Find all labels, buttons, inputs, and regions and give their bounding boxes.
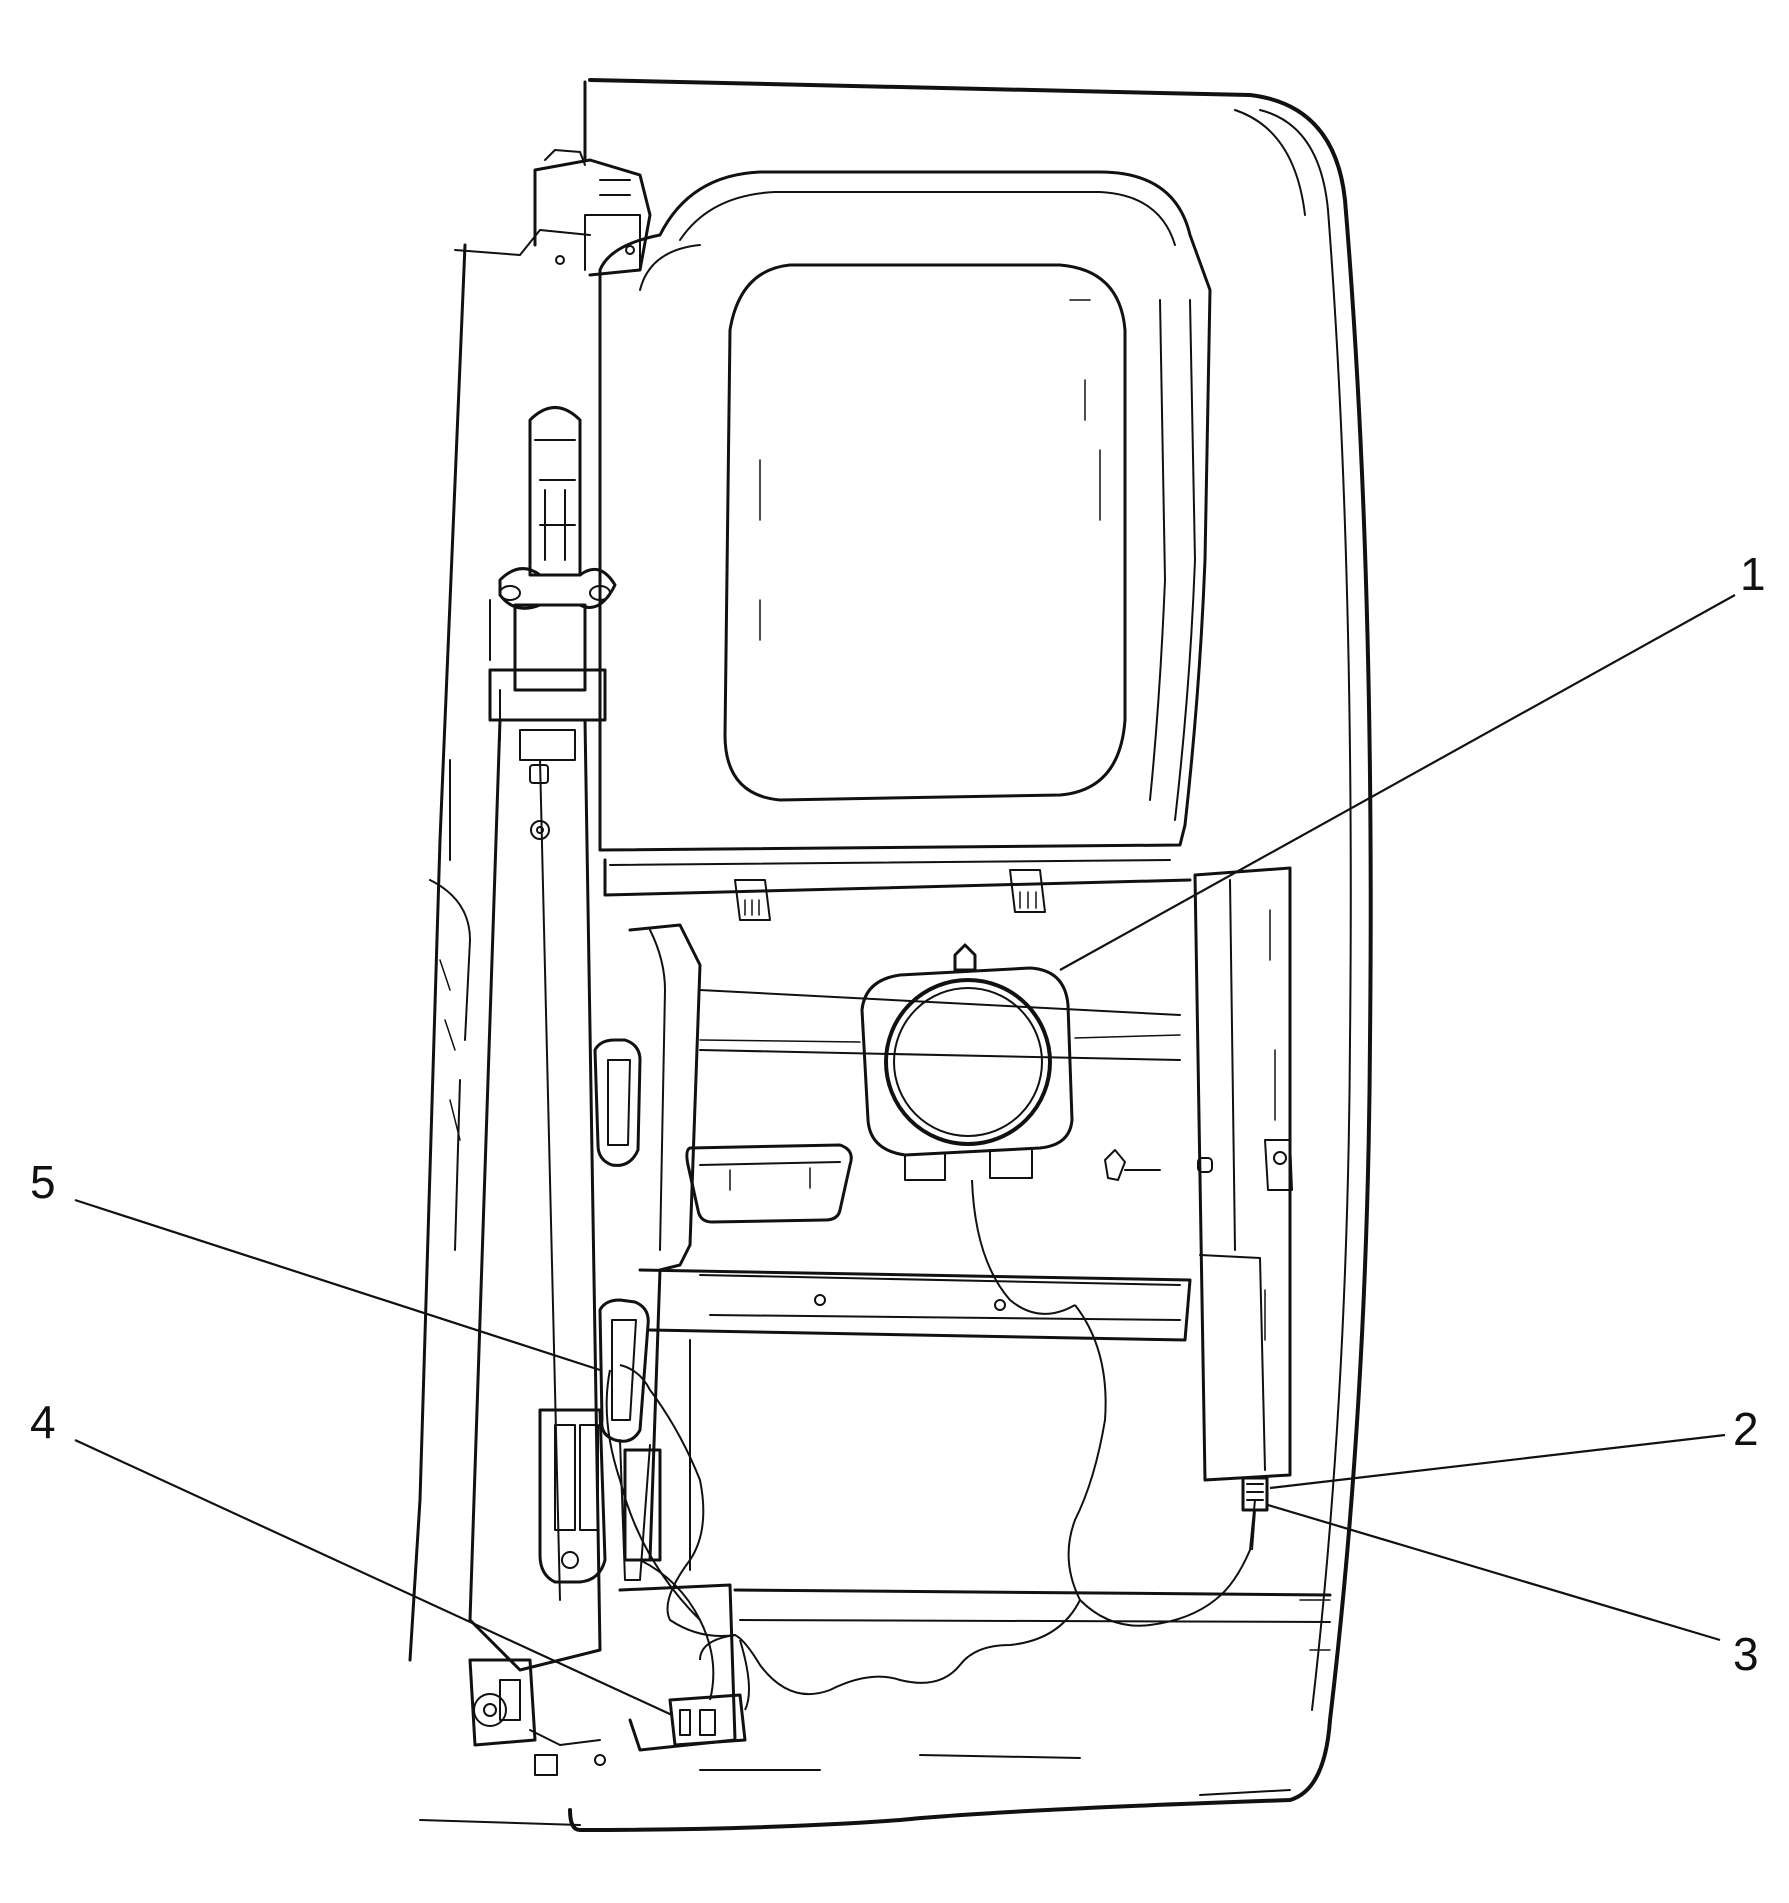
window-frame [598, 170, 1212, 866]
leader-3 [1267, 1503, 1721, 1642]
wiring-connector [1241, 1476, 1269, 1551]
leader-2 [1269, 1433, 1726, 1490]
callout-2: 2 [1733, 1403, 1759, 1455]
leader-5 [74, 1198, 601, 1372]
callout-leaders [74, 594, 1736, 1716]
door-bottom-strip [419, 1588, 1332, 1826]
switch-panel [538, 1038, 662, 1584]
callout-1: 1 [1740, 548, 1766, 600]
leader-1 [1059, 594, 1736, 971]
leader-4 [74, 1439, 673, 1716]
door-left-edge [429, 599, 501, 1251]
window-glass [723, 263, 1127, 802]
door-outer-panel [408, 78, 1373, 1832]
rear-latch-panel [1193, 866, 1293, 1482]
seat-belt-assembly [468, 406, 617, 1672]
callout-3: 3 [1733, 1628, 1759, 1680]
callout-labels: 1 2 3 4 5 [30, 548, 1766, 1680]
wiring-harness [605, 1179, 1256, 1711]
window-clips [734, 869, 1046, 921]
lock-rod [1104, 1149, 1213, 1181]
speaker [699, 943, 1181, 1181]
door-pull-pocket [685, 1143, 853, 1224]
upper-hinge [533, 149, 652, 277]
callout-4: 4 [30, 1396, 56, 1448]
callout-5: 5 [30, 1156, 56, 1208]
lower-hinge [468, 1583, 747, 1776]
